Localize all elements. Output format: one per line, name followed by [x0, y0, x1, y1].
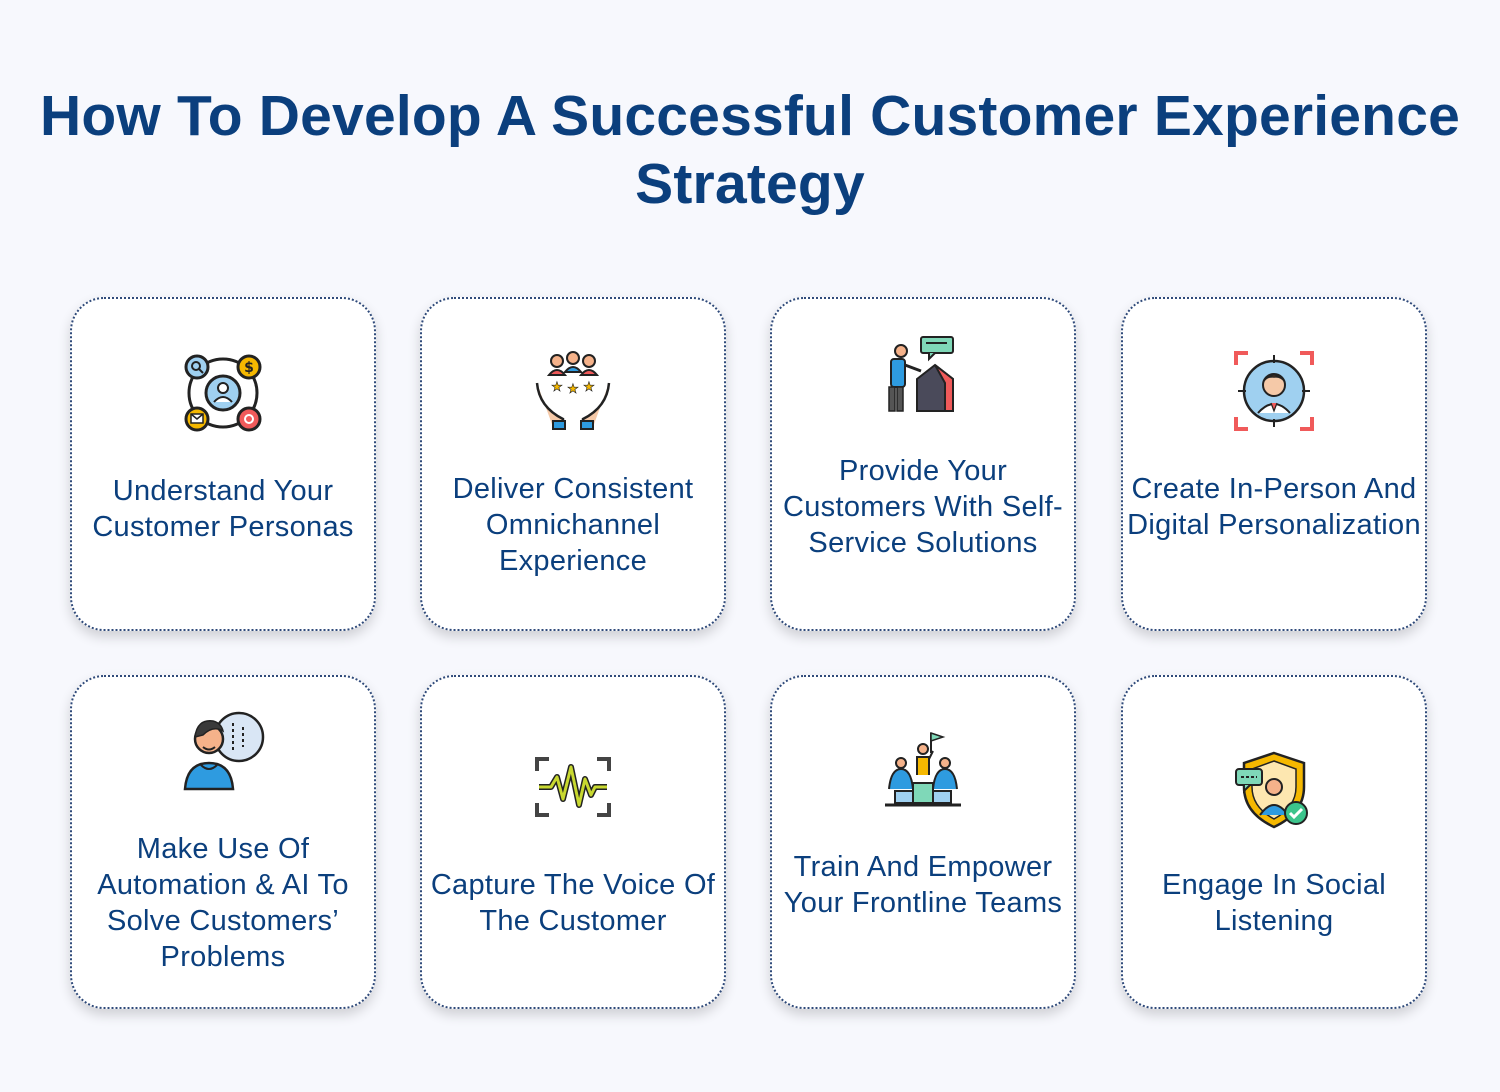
person-with-ai-bubble-icon	[181, 709, 265, 793]
card-automation-ai: Make Use Of Automation & AI To Solve Cus…	[70, 675, 376, 1009]
card-label: Capture The Voice Of The Customer	[430, 869, 716, 937]
card-social-listening: Engage In Social Listening	[1121, 675, 1427, 1009]
page-title: How To Develop A Successful Customer Exp…	[39, 84, 1460, 216]
card-label: Engage In Social Listening	[1161, 869, 1387, 937]
svg-text:★: ★	[551, 379, 563, 394]
card-voice-of-customer: Capture The Voice Of The Customer	[420, 675, 726, 1009]
target-person-focus-icon	[1232, 349, 1316, 433]
shield-person-chat-icon	[1232, 749, 1316, 833]
customer-personas-network-icon: $	[181, 351, 265, 435]
card-customer-personas: $ Understand Your Customer Personas	[70, 297, 376, 631]
card-label: Deliver Consistent Omnichannel Experienc…	[452, 473, 694, 577]
card-label: Provide Your Customers With Self-Service…	[783, 455, 1063, 559]
hands-holding-people-stars-icon: ★ ★ ★	[531, 349, 615, 433]
card-label: Train And Empower Your Frontline Teams	[783, 851, 1063, 919]
team-podium-flag-icon	[881, 729, 965, 813]
card-label: Understand Your Customer Personas	[92, 475, 354, 543]
card-omnichannel: ★ ★ ★ Deliver Consistent Omnichannel Exp…	[420, 297, 726, 631]
voice-waveform-scan-icon	[531, 745, 615, 829]
card-personalization: Create In-Person And Digital Personaliza…	[1121, 297, 1427, 631]
card-frontline-teams: Train And Empower Your Frontline Teams	[770, 675, 1076, 1009]
svg-text:$: $	[244, 360, 254, 376]
svg-text:★: ★	[583, 379, 595, 394]
person-at-kiosk-icon	[881, 333, 965, 417]
card-label: Create In-Person And Digital Personaliza…	[1127, 473, 1421, 541]
card-label: Make Use Of Automation & AI To Solve Cus…	[97, 833, 349, 973]
svg-text:★: ★	[567, 381, 579, 396]
card-self-service: Provide Your Customers With Self-Service…	[770, 297, 1076, 631]
